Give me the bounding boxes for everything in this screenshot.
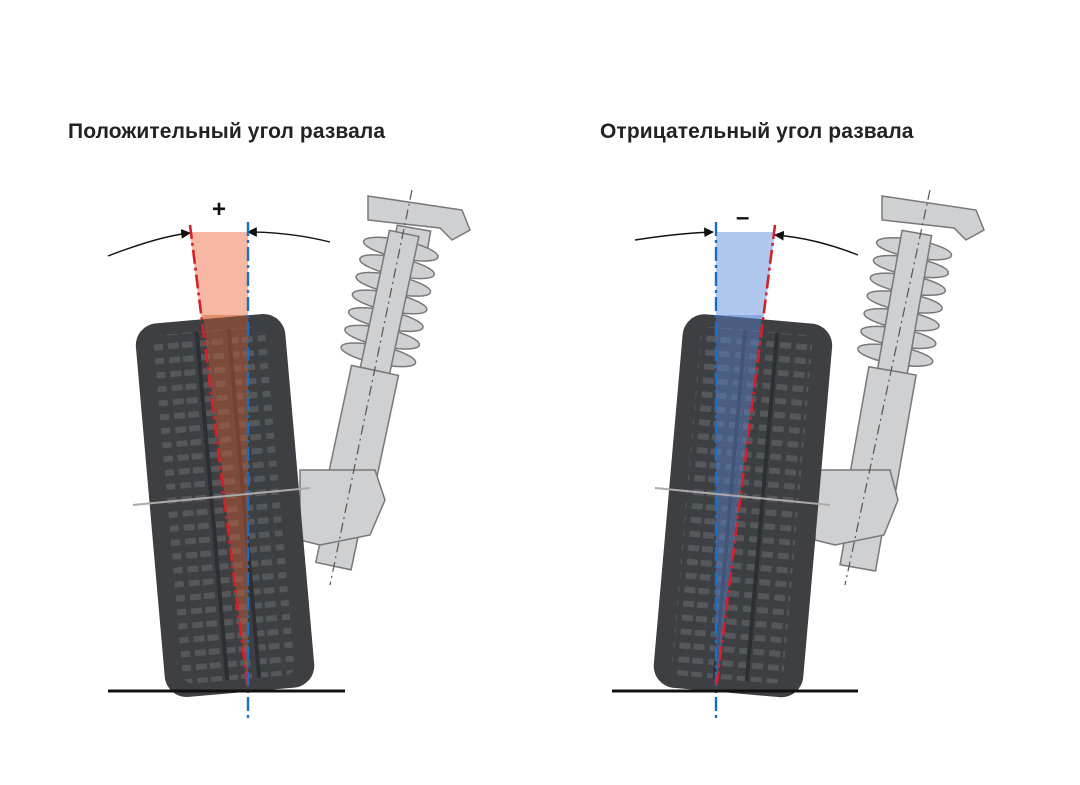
- negative-camber-title: Отрицательный угол развала: [600, 120, 914, 143]
- negative-tire: [653, 314, 833, 698]
- negative-angle-arc-left: [634, 227, 714, 241]
- positive-sign: +: [212, 196, 226, 223]
- negative-strut: [814, 195, 985, 572]
- positive-camber-line: [188, 224, 250, 691]
- negative-sign: –: [736, 204, 749, 231]
- positive-camber-title: Положительный угол развала: [68, 120, 386, 143]
- positive-strut-axis: [329, 189, 413, 586]
- positive-strut: [299, 195, 471, 571]
- positive-camber-panel: +: [107, 189, 471, 722]
- negative-camber-line: [714, 224, 777, 691]
- negative-camber-panel: –: [612, 189, 985, 722]
- positive-axle-line: [132, 487, 311, 506]
- negative-strut-axis: [844, 189, 931, 586]
- negative-axle-line: [654, 487, 831, 506]
- negative-angle-arc: [774, 230, 859, 256]
- positive-angle-arc-right: [247, 227, 331, 243]
- positive-angle-arc: [107, 229, 191, 257]
